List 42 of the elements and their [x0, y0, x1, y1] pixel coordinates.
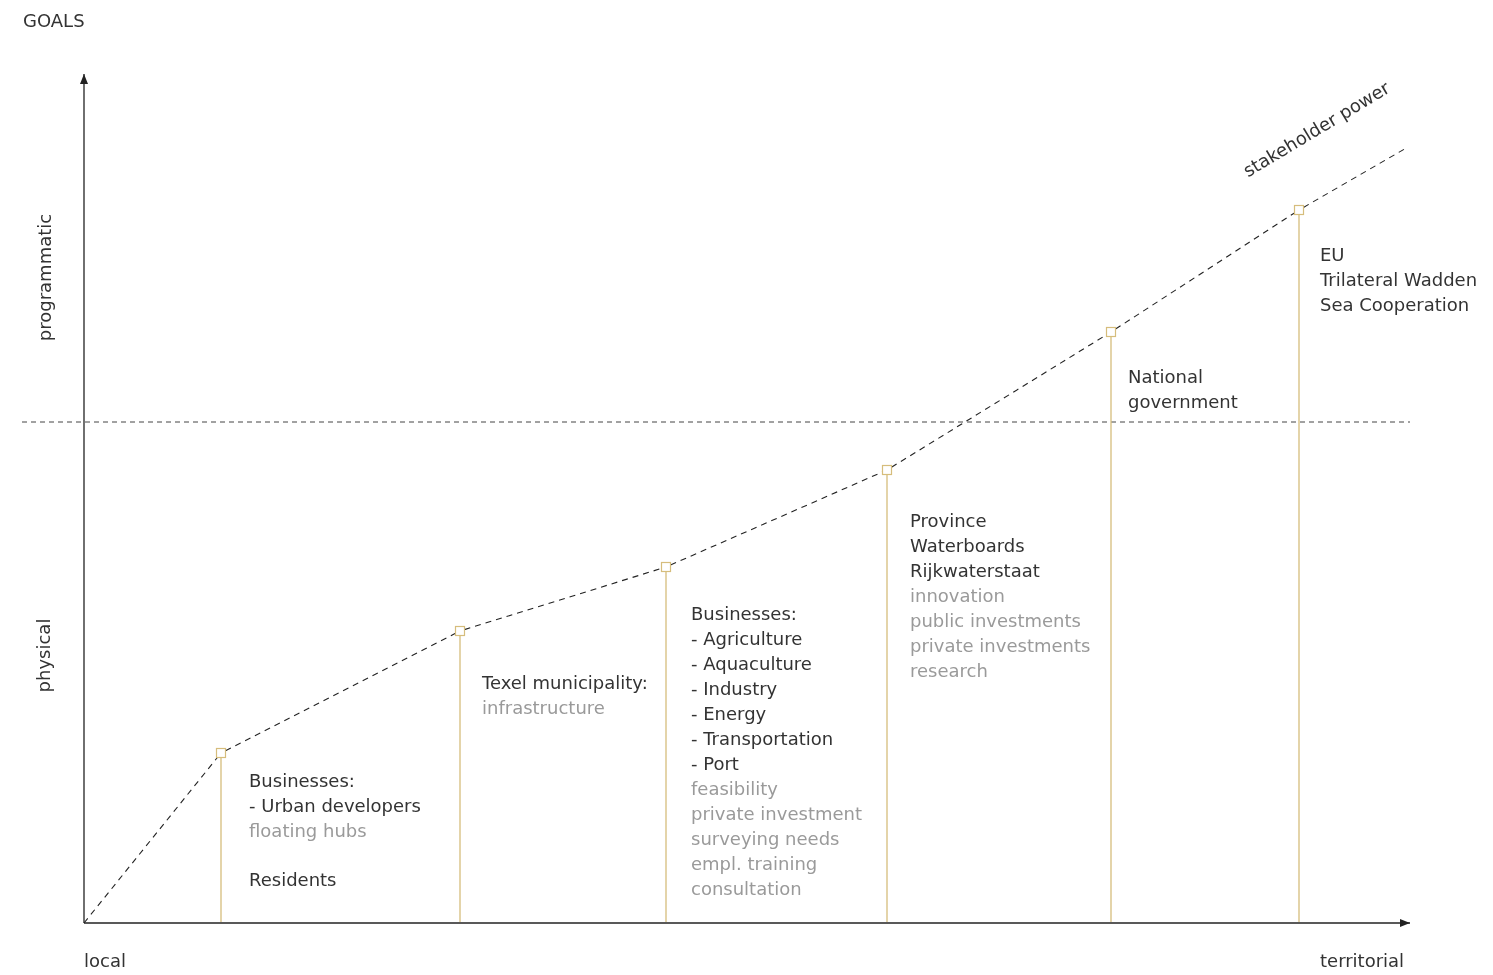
activity-text: surveying needs: [691, 827, 841, 851]
trend-line: [224, 632, 457, 752]
stakeholder-name: Waterboards: [910, 534, 1026, 558]
point-marker: [215, 747, 227, 759]
trend-line: [83, 756, 218, 924]
activity-text: innovation: [910, 584, 1006, 608]
point-marker: [1293, 204, 1305, 216]
activity-text: public investments: [910, 609, 1082, 633]
stakeholder-name: Texel municipality:: [482, 671, 649, 695]
stakeholder-name: - Industry: [691, 677, 779, 701]
axis-label: territorial: [1320, 950, 1405, 971]
stakeholder-name: EU: [1320, 243, 1346, 267]
stakeholder-name: - Aquaculture: [691, 652, 813, 676]
point-marker: [881, 464, 893, 476]
stakeholder-name: Residents: [249, 868, 338, 892]
activity-text: private investment: [691, 802, 863, 826]
activity-text: infrastructure: [482, 696, 606, 720]
activity-text: feasibility: [691, 777, 779, 801]
activity-text: floating hubs: [249, 819, 368, 843]
stakeholder-name: Province: [910, 509, 988, 533]
axis-label: physical: [33, 618, 55, 692]
activity-text: private investments: [910, 634, 1092, 658]
activity-text: consultation: [691, 877, 803, 901]
axis-label: programmatic: [33, 213, 55, 341]
activity-text: empl. training: [691, 852, 819, 876]
stakeholder-name: Trilateral Wadden Sea Cooperation: [1320, 268, 1479, 317]
trend-line: [1114, 212, 1296, 330]
point-marker: [660, 561, 672, 573]
axis-label: local: [84, 950, 126, 971]
stakeholder-name: - Transportation: [691, 727, 835, 751]
stakeholder-name: Rijkwaterstaat: [910, 559, 1041, 583]
stakeholder-name: - Port: [691, 752, 740, 776]
stakeholder-name: Businesses:: [249, 769, 356, 793]
stakeholder-name: National government: [1128, 365, 1239, 414]
stakeholder-name: Businesses:: [691, 602, 798, 626]
heading: GOALS: [23, 10, 85, 31]
activity-text: research: [910, 659, 989, 683]
stakeholder-name: - Urban developers: [249, 794, 422, 818]
stakeholder-name: - Agriculture: [691, 627, 804, 651]
point-marker: [1105, 326, 1117, 338]
point-marker: [454, 625, 466, 637]
stakeholder-name: - Energy: [691, 702, 768, 726]
